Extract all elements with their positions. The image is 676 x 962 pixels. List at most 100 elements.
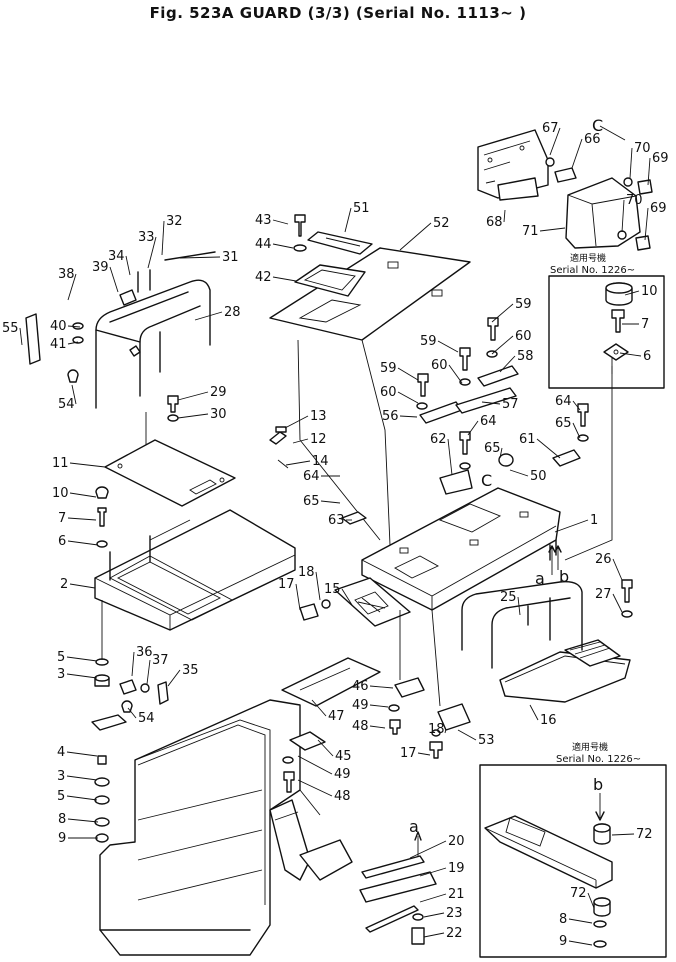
callout-number-17: 17 bbox=[278, 577, 295, 592]
callout-leader-8 bbox=[568, 918, 593, 924]
callout-leader-32 bbox=[161, 220, 165, 256]
hood-cover-assembly bbox=[477, 125, 653, 561]
callout-leader-46 bbox=[369, 685, 394, 689]
trim-strips bbox=[359, 836, 437, 945]
callout-number-69: 69 bbox=[650, 201, 667, 216]
callout-leader-64 bbox=[572, 400, 581, 411]
callout-number-64: 64 bbox=[303, 469, 320, 484]
callout-number-54: 54 bbox=[138, 711, 155, 726]
callout-number-58: 58 bbox=[517, 349, 534, 364]
callout-leader-19 bbox=[419, 867, 447, 877]
callout-leader-64 bbox=[467, 420, 479, 436]
callout-number-29: 29 bbox=[210, 385, 227, 400]
callout-leader-18 bbox=[444, 728, 447, 734]
callout-leader-71 bbox=[539, 227, 566, 232]
callout-leader-69 bbox=[647, 157, 651, 186]
callout-number-50: 50 bbox=[530, 469, 547, 484]
lower-body bbox=[99, 699, 353, 956]
callout-number-40: 40 bbox=[50, 319, 67, 334]
letter-c-frame: C bbox=[481, 471, 492, 490]
callout-number-17: 17 bbox=[400, 746, 417, 761]
callout-leader-44 bbox=[272, 243, 294, 249]
callout-number-8: 8 bbox=[58, 812, 66, 827]
inset-bottom-serial: Serial No. 1226~ bbox=[556, 754, 641, 765]
right-plates bbox=[416, 317, 589, 495]
callout-number-66: 66 bbox=[584, 132, 601, 147]
callout-number-26: 26 bbox=[595, 552, 612, 567]
pin-brackets bbox=[119, 679, 169, 713]
callout-number-20: 20 bbox=[448, 834, 465, 849]
callout-number-28: 28 bbox=[224, 305, 241, 320]
callout-leader-60 bbox=[448, 364, 463, 384]
callout-leader-2 bbox=[69, 583, 96, 589]
cover-plates bbox=[269, 214, 471, 546]
mount-stack bbox=[91, 600, 127, 843]
callout-number-14: 14 bbox=[312, 454, 329, 469]
callout-number-55: 55 bbox=[2, 321, 19, 336]
callout-leader-29 bbox=[177, 391, 209, 401]
callout-leader-72 bbox=[587, 892, 595, 909]
callout-leader-56 bbox=[399, 415, 418, 418]
callout-leader-55 bbox=[19, 327, 23, 346]
callout-number-71: 71 bbox=[522, 224, 539, 239]
callout-number-60: 60 bbox=[515, 329, 532, 344]
callout-number-51: 51 bbox=[353, 201, 370, 216]
callout-number-62: 62 bbox=[430, 432, 447, 447]
callout-leader-48 bbox=[297, 779, 333, 797]
callout-leader-17 bbox=[295, 583, 301, 611]
callout-leader-61 bbox=[536, 438, 561, 459]
callout-number-42: 42 bbox=[255, 270, 272, 285]
callout-leader-54 bbox=[127, 707, 137, 719]
callout-leader-39 bbox=[109, 266, 119, 293]
callout-number-70: 70 bbox=[626, 193, 643, 208]
callout-leader-18 bbox=[315, 571, 321, 601]
callout-leader-3 bbox=[66, 775, 98, 781]
callout-number-3: 3 bbox=[57, 769, 65, 784]
callout-leader-14 bbox=[285, 460, 311, 466]
callout-number-2: 2 bbox=[60, 577, 68, 592]
callout-number-38: 38 bbox=[58, 267, 75, 282]
callout-number-59: 59 bbox=[515, 297, 532, 312]
callout-number-64: 64 bbox=[555, 394, 572, 409]
callout-number-35: 35 bbox=[182, 663, 199, 678]
callout-leader-53 bbox=[457, 729, 477, 741]
callout-number-65: 65 bbox=[484, 441, 501, 456]
callout-leader-34 bbox=[125, 255, 131, 276]
callout-number-47: 47 bbox=[328, 709, 345, 724]
callout-number-49: 49 bbox=[334, 767, 351, 782]
callout-leader-20 bbox=[409, 840, 447, 859]
callout-leader-23 bbox=[423, 912, 445, 918]
inset-top-note: 適用号機 bbox=[570, 252, 606, 264]
part-callouts: 1233455667788991010111213141516171718181… bbox=[2, 121, 669, 949]
callout-leader-59 bbox=[397, 367, 419, 381]
callout-number-70: 70 bbox=[634, 141, 651, 156]
callout-leader-16 bbox=[529, 704, 539, 721]
inset-notes: 適用号機 Serial No. 1226~ 適用号機 Serial No. 12… bbox=[550, 252, 641, 765]
callout-number-5: 5 bbox=[57, 650, 65, 665]
callout-leader-66 bbox=[571, 138, 583, 169]
callout-leader-48 bbox=[369, 725, 386, 729]
callout-number-63: 63 bbox=[328, 513, 345, 528]
guard-rail bbox=[25, 251, 216, 448]
callout-number-22: 22 bbox=[446, 926, 463, 941]
callout-leader-69 bbox=[644, 207, 649, 241]
callout-leader-49 bbox=[297, 755, 333, 775]
callout-leader-65 bbox=[499, 447, 503, 459]
callout-leader-72 bbox=[611, 833, 635, 836]
callout-leader-3 bbox=[66, 673, 98, 679]
callout-number-64: 64 bbox=[480, 414, 497, 429]
callout-leader-31 bbox=[179, 256, 221, 259]
callout-number-49: 49 bbox=[352, 698, 369, 713]
callout-number-48: 48 bbox=[352, 719, 369, 734]
callout-number-46: 46 bbox=[352, 679, 369, 694]
callout-leader-12 bbox=[292, 438, 309, 444]
callout-leader-70 bbox=[629, 147, 633, 179]
callout-number-69: 69 bbox=[652, 151, 669, 166]
floor-plate bbox=[104, 426, 289, 507]
callout-number-36: 36 bbox=[136, 645, 153, 660]
callout-number-7: 7 bbox=[641, 317, 649, 332]
figure-title: Fig. 523A GUARD (3/3) (Serial No. 1113~ … bbox=[149, 4, 527, 22]
reference-letters: C C a b a b bbox=[409, 116, 603, 836]
callout-leader-70 bbox=[621, 199, 625, 233]
